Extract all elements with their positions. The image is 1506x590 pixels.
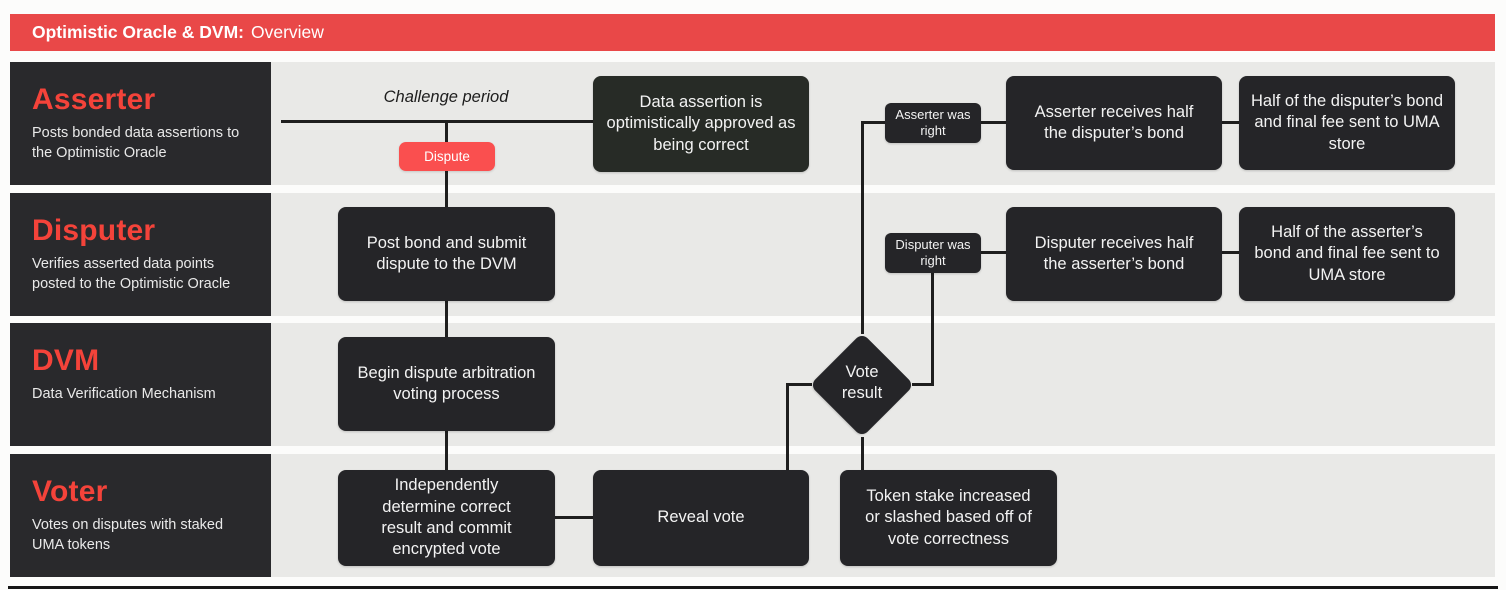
- edge-disputerright-to-voteresult-v: [931, 273, 934, 386]
- title-rest: Overview: [251, 22, 324, 42]
- bottom-rule: [8, 586, 1498, 589]
- edge-voteresult-to-tokenstake: [861, 437, 864, 470]
- edge-voteresult-to-reveal-h: [786, 383, 812, 386]
- edge-voteresult-to-reveal-v: [786, 383, 789, 470]
- dispute-button[interactable]: Dispute: [399, 142, 495, 171]
- lane-title-asserter: Asserter: [32, 83, 156, 116]
- lane-title-disputer: Disputer: [32, 214, 156, 247]
- node-post-bond-submit-dispute: Post bond and submit dispute to the DVM: [338, 207, 555, 301]
- lane-description-asserter: Posts bonded data assertions to the Opti…: [32, 124, 240, 161]
- edge-disputerright-to-receives: [981, 251, 1006, 254]
- edge-receives-to-store-mid: [1222, 251, 1239, 254]
- edge-voteresult-to-asserterright-h: [862, 121, 886, 124]
- node-reveal-vote: Reveal vote: [593, 470, 809, 566]
- node-data-assertion-approved-text: Data assertion is optimistically approve…: [606, 92, 796, 154]
- node-disputer-was-right-text: Disputer was right: [895, 236, 971, 268]
- node-begin-arbitration-text: Begin dispute arbitration voting process: [357, 363, 536, 403]
- node-begin-arbitration: Begin dispute arbitration voting process: [338, 337, 555, 431]
- title-banner: Optimistic Oracle & DVM: Overview: [10, 14, 1495, 51]
- lane-description-voter: Votes on disputes with staked UMA tokens: [32, 516, 224, 553]
- node-disputer-receives-bond: Disputer receives half the asserter’s bo…: [1006, 207, 1222, 301]
- node-disputer-bond-to-uma-store: Half of the disputer’s bond and final fe…: [1239, 76, 1455, 170]
- edge-disputerright-to-voteresult-h: [912, 383, 934, 386]
- node-asserter-was-right: Asserter was right: [885, 103, 981, 143]
- challenge-period-label: Challenge period: [383, 88, 509, 106]
- edge-challenge-period-line: [281, 120, 593, 123]
- lane-dvm: DVM Data Verification Mechanism: [10, 323, 1495, 446]
- node-token-stake-outcome-text: Token stake increased or slashed based o…: [865, 486, 1032, 548]
- edge-begin-to-commit: [445, 431, 448, 470]
- node-token-stake-outcome: Token stake increased or slashed based o…: [840, 470, 1057, 566]
- edge-commit-to-reveal: [555, 516, 593, 519]
- node-asserter-bond-to-uma-store-text: Half of the asserter’s bond and final fe…: [1254, 222, 1440, 284]
- lane-title-voter: Voter: [32, 475, 108, 508]
- node-post-bond-submit-dispute-text: Post bond and submit dispute to the DVM: [366, 233, 527, 273]
- node-disputer-receives-bond-text: Disputer receives half the asserter’s bo…: [1034, 233, 1194, 273]
- disputer-label-box: Disputer Verifies asserted data points p…: [10, 193, 271, 316]
- vote-result-label: Vote result: [841, 363, 883, 402]
- lane-title-dvm: DVM: [32, 344, 100, 377]
- node-asserter-bond-to-uma-store: Half of the asserter’s bond and final fe…: [1239, 207, 1455, 301]
- node-data-assertion-approved: Data assertion is optimistically approve…: [593, 76, 809, 172]
- asserter-label-box: Asserter Posts bonded data assertions to…: [10, 62, 271, 185]
- lane-description-disputer: Verifies asserted data points posted to …: [32, 255, 231, 292]
- node-commit-encrypted-vote-text: Independently determine correct result a…: [381, 476, 512, 559]
- edge-postbond-to-begin: [445, 301, 448, 337]
- node-commit-encrypted-vote: Independently determine correct result a…: [338, 470, 555, 566]
- lane-description-dvm: Data Verification Mechanism: [32, 385, 216, 402]
- node-asserter-was-right-text: Asserter was right: [895, 106, 971, 138]
- node-disputer-bond-to-uma-store-text: Half of the disputer’s bond and final fe…: [1251, 91, 1444, 153]
- node-asserter-receives-bond-text: Asserter receives half the disputer’s bo…: [1034, 102, 1194, 142]
- title-bold: Optimistic Oracle & DVM:: [32, 22, 244, 42]
- edge-voteresult-to-asserterright-v: [861, 121, 864, 334]
- dvm-label-box: DVM Data Verification Mechanism: [10, 323, 271, 446]
- edge-receives-to-store-top: [1222, 121, 1239, 124]
- edge-asserterright-to-receives: [981, 121, 1006, 124]
- node-asserter-receives-bond: Asserter receives half the disputer’s bo…: [1006, 76, 1222, 170]
- voter-label-box: Voter Votes on disputes with staked UMA …: [10, 454, 271, 577]
- node-reveal-vote-text: Reveal vote: [657, 508, 745, 527]
- node-disputer-was-right: Disputer was right: [885, 233, 981, 273]
